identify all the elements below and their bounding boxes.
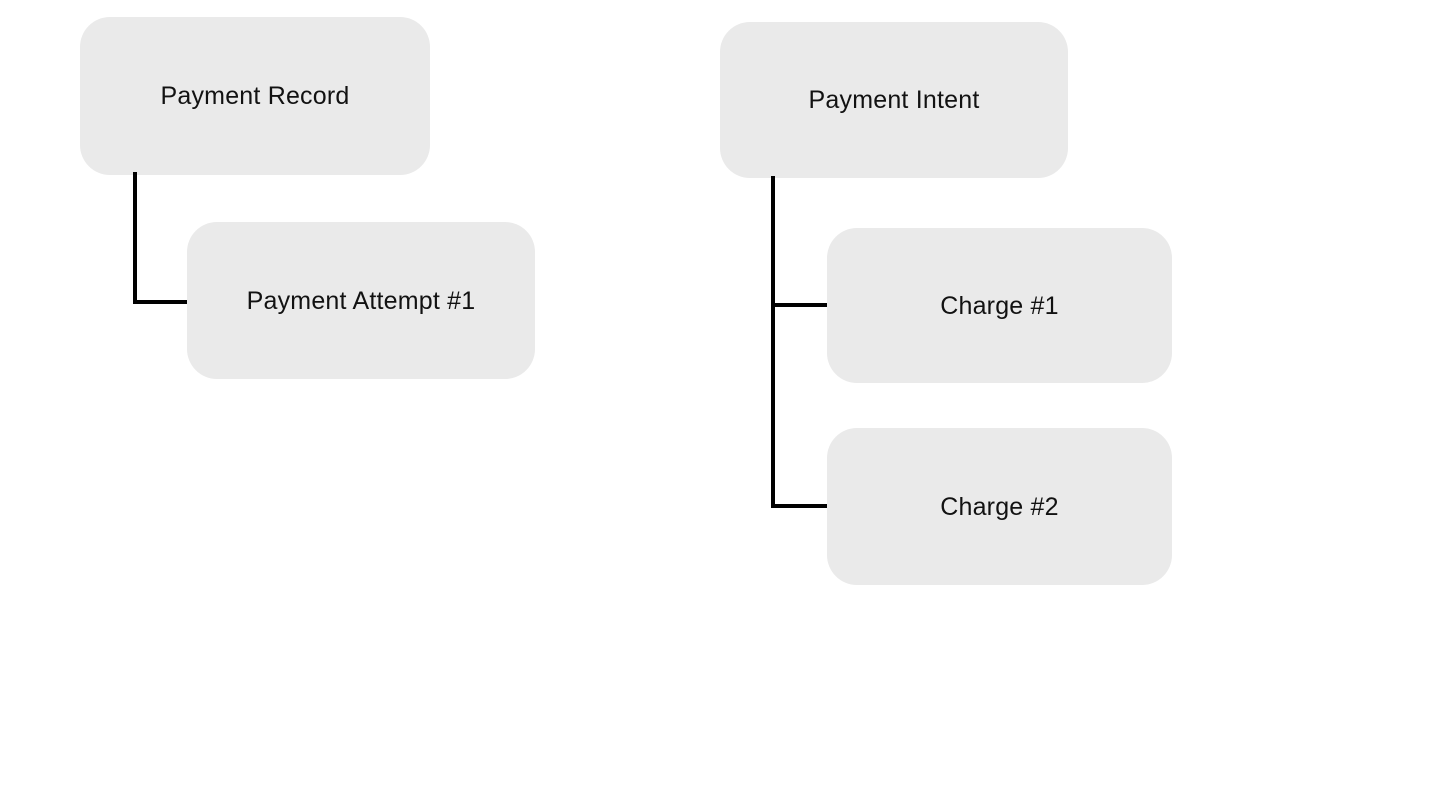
- node-payment-intent[interactable]: Payment Intent: [720, 22, 1068, 178]
- node-payment-record-label: Payment Record: [160, 82, 350, 110]
- connector-payment-record-vertical: [133, 172, 137, 304]
- connector-payment-intent-to-charge1: [771, 303, 828, 307]
- connector-payment-intent-to-charge2: [771, 504, 828, 508]
- node-payment-record[interactable]: Payment Record: [80, 17, 430, 175]
- node-charge-1-label: Charge #1: [940, 291, 1059, 320]
- node-charge-2[interactable]: Charge #2: [827, 428, 1172, 585]
- node-charge-1[interactable]: Charge #1: [827, 228, 1172, 383]
- node-payment-intent-label: Payment Intent: [808, 86, 980, 114]
- connector-payment-record-to-attempt1: [133, 300, 190, 304]
- node-payment-attempt-1-label: Payment Attempt #1: [246, 286, 476, 315]
- node-payment-attempt-1[interactable]: Payment Attempt #1: [187, 222, 535, 379]
- node-charge-2-label: Charge #2: [940, 492, 1059, 521]
- connector-payment-intent-vertical: [771, 176, 775, 508]
